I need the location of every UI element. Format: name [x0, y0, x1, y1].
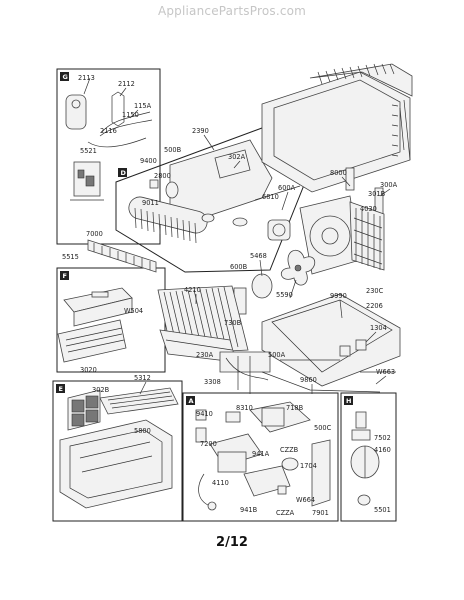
label-4210: 4210 — [184, 286, 201, 294]
label-W663: W663 — [376, 368, 395, 376]
leader-lines — [83, 77, 391, 395]
section-h-parts — [350, 411, 380, 506]
label-5800: 5800 — [134, 427, 151, 435]
label-W664: W664 — [296, 496, 315, 504]
label-730B: 730B — [224, 319, 242, 327]
section-f-parts — [57, 287, 133, 363]
label-302A: 302A — [228, 153, 246, 161]
label-3020: 3020 — [80, 366, 97, 374]
label-115A: 115A — [134, 102, 152, 110]
section-g-box — [56, 68, 161, 245]
label-CZZB: CZZB — [280, 446, 299, 454]
label-1704: 1704 — [300, 462, 317, 470]
label-1150: 1150 — [122, 111, 139, 119]
section-e-box — [52, 380, 183, 522]
section-d-tag — [118, 168, 127, 177]
page-number: 2/12 — [216, 535, 248, 550]
label-9990: 9990 — [330, 292, 347, 300]
section-f-letter: F — [63, 272, 67, 280]
label-5590: 5590 — [276, 291, 293, 299]
label-1304: 1304 — [370, 324, 387, 332]
label-4160: 4160 — [374, 446, 391, 454]
label-302B: 302B — [92, 386, 110, 394]
section-a-parts — [195, 401, 331, 511]
label-9011: 9011 — [142, 199, 159, 207]
section-h-letter: H — [346, 397, 351, 405]
label-7901: 7901 — [312, 509, 329, 517]
label-600B: 600B — [230, 263, 248, 271]
wiring-lines — [237, 356, 396, 394]
label-2116: 2116 — [100, 127, 117, 135]
section-a-letter: A — [189, 397, 194, 405]
section-a-tag — [186, 396, 195, 405]
label-4030: 4030 — [360, 205, 377, 213]
label-600A: 600A — [278, 184, 296, 192]
label-941A: 941A — [252, 450, 270, 458]
label-5312: 5312 — [134, 374, 151, 382]
label-2390: 2390 — [192, 127, 209, 135]
part-labels: 2113 2112 115A 1150 2116 5521 2390 9400 … — [62, 74, 398, 517]
label-500B: 500B — [164, 146, 182, 154]
section-e-letter: E — [59, 385, 63, 393]
label-500C: 500C — [314, 424, 332, 432]
blower-and-condenser — [299, 195, 385, 275]
section-f-tag — [60, 271, 69, 280]
section-g-tag — [60, 72, 69, 81]
section-h-tag — [344, 396, 353, 405]
label-2206: 2206 — [366, 302, 383, 310]
label-8000: 8000 — [330, 169, 347, 177]
label-301B: 301B — [368, 190, 386, 198]
label-CZZA: CZZA — [276, 509, 295, 517]
label-230A: 230A — [196, 351, 214, 359]
evaporator-coil — [157, 285, 271, 381]
label-9860: 9860 — [300, 376, 317, 384]
label-4110: 4110 — [212, 479, 229, 487]
label-5515: 5515 — [62, 253, 79, 261]
label-718B: 718B — [286, 404, 304, 412]
section-h-box — [340, 392, 397, 522]
fan-and-motor — [233, 249, 316, 315]
label-3308: 3308 — [204, 378, 221, 386]
label-7502: 7502 — [374, 434, 391, 442]
filter-7000 — [87, 239, 157, 273]
section-d-parts — [128, 139, 301, 244]
label-5501: 5501 — [374, 506, 391, 514]
section-g-parts — [65, 91, 153, 201]
label-5521: 5521 — [80, 147, 97, 155]
label-5468: 5468 — [250, 252, 267, 260]
section-a-box — [182, 392, 339, 522]
label-230C: 230C — [366, 287, 384, 295]
label-300A: 300A — [380, 181, 398, 189]
label-941B: 941B — [240, 506, 258, 514]
label-9410: 9410 — [196, 410, 213, 418]
base-pan — [261, 293, 401, 387]
label-2800: 2800 — [154, 172, 171, 180]
label-7200: 7200 — [200, 440, 217, 448]
section-e-tag — [56, 384, 65, 393]
label-7000: 7000 — [86, 230, 103, 238]
section-g-letter: G — [63, 73, 68, 81]
label-2112: 2112 — [118, 80, 135, 88]
label-8310: 8310 — [236, 404, 253, 412]
cabinet-housing — [261, 63, 413, 225]
label-2113: 2113 — [78, 74, 95, 82]
label-6810: 6810 — [262, 193, 279, 201]
section-d-letter: D — [121, 169, 127, 177]
label-W504: W504 — [124, 307, 143, 315]
section-e-parts — [59, 387, 179, 509]
label-9400: 9400 — [140, 157, 157, 165]
site-watermark: AppliancePartsPros.com — [157, 4, 307, 18]
label-500A: 500A — [268, 351, 286, 359]
